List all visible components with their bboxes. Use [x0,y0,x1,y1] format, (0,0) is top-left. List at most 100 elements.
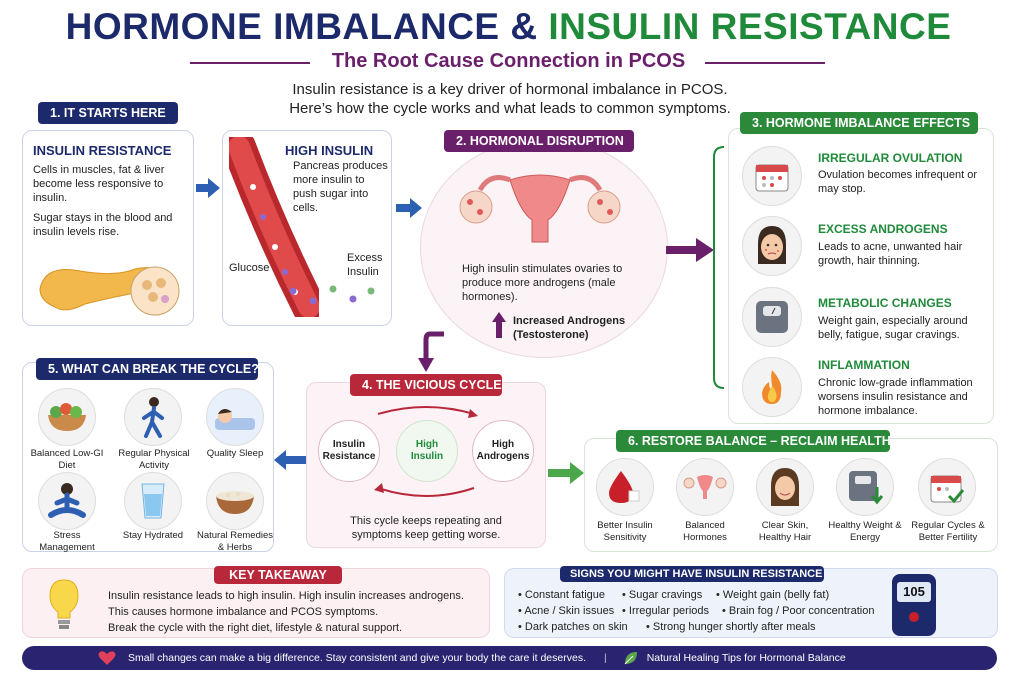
card-title: HIGH INSULIN [285,143,374,158]
section-4-badge: 4. THE VICIOUS CYCLE [350,374,502,396]
pancreas-icon [39,266,180,316]
intro-line-1: Insulin resistance is a key driver of ho… [292,81,728,98]
arrow-up-icon [492,312,506,338]
sign-text: Constant fatigue [524,589,606,601]
uterus-icon [676,458,734,516]
restore-label-skin: Clear Skin, Healthy Hair [758,520,812,543]
break-label-stress: Stress Management [39,530,95,553]
leaf-icon [624,652,637,665]
arrow-right-icon [666,238,714,262]
glucose-label: Glucose [229,262,270,274]
restore-label-cycles: Regular Cycles & Better Fertility [911,520,985,543]
restore-label-hormones: Balanced Hormones [683,520,727,543]
effect-text-androgens: Leads to acne, unwanted hair growth, hai… [818,241,963,267]
molecules-icon [289,285,375,305]
effect-text-metabolic: Weight gain, especially around belly, fa… [818,315,968,341]
page-subtitle: The Root Cause Connection in PCOS [331,50,686,72]
footer-divider: | [603,652,607,664]
water-glass-icon [124,472,182,530]
excess-insulin-label: Excess Insulin [347,252,383,278]
section-5-badge: 5. WHAT CAN BREAK THE CYCLE? [36,358,259,380]
sign-text: Weight gain (belly fat) [722,589,830,601]
effect-title-ovulation: IRREGULAR OVULATION [818,151,963,165]
effect-title-inflammation: INFLAMMATION [818,358,910,372]
cycle-node-insulin-resistance: Insulin Resistance [318,420,380,482]
bracket-icon [713,146,725,389]
takeaway-line-1: Insulin resistance leads to high insulin… [108,590,464,602]
cycle-arrows-icon [374,406,478,497]
card-text-1: Cells in muscles, fat & liver become les… [33,164,165,204]
page-title: HORMONE IMBALANCE & INSULIN RESISTANCE [0,6,1017,48]
arrow-left-icon [274,450,306,470]
flame-icon [742,357,802,417]
sign-item: • Constant fatigue [518,589,606,601]
intro-line-2: Here’s how the cycle works and what lead… [289,100,731,117]
sign-item: • Brain fog / Poor concentration [722,605,875,617]
restore-label-insulin: Better Insulin Sensitivity [597,520,653,543]
sign-text: Brain fog / Poor concentration [728,605,875,617]
section-1-badge: 1. IT STARTS HERE [38,102,178,124]
sign-text: Sugar cravings [628,589,703,601]
effect-text-inflammation: Chronic low-grade inflammation worsens i… [818,377,973,417]
footer-tagline: Natural Healing Tips for Hormonal Balanc… [646,652,846,664]
sign-item: • Sugar cravings [622,589,703,601]
break-label-remedies: Natural Remedies & Herbs [196,530,274,553]
break-label-diet: Balanced Low-GI Diet [30,448,104,471]
cycle-node-label: High Insulin [410,439,444,462]
cycle-node-label: High Androgens [476,439,530,462]
meditation-icon [38,472,96,530]
key-takeaway-badge: KEY TAKEAWAY [214,566,342,584]
glucose-meter-button [909,612,919,622]
disruption-text: High insulin stimulates ovaries to produ… [462,263,623,303]
walking-icon [124,388,182,446]
subtitle-divider-left [190,62,310,64]
salad-icon [38,388,96,446]
intro-text: Insulin resistance is a key driver of ho… [230,80,790,118]
section-3-badge: 3. HORMONE IMBALANCE EFFECTS [740,112,978,134]
arrow-curve-down-icon [418,331,444,372]
sign-item: • Dark patches on skin [518,621,628,633]
break-label-sleep: Quality Sleep [206,448,264,459]
increased-androgens-label: Increased Androgens (Testosterone) [513,315,626,341]
title-part-2: INSULIN RESISTANCE [548,6,952,47]
section-2-badge: 2. HORMONAL DISRUPTION [444,130,634,152]
section-6-badge: 6. RESTORE BALANCE – RECLAIM HEALTH [616,430,891,452]
glucose-meter-value: 105 [897,582,931,602]
sign-text: Acne / Skin issues [524,605,615,617]
calendar-check-icon [918,458,976,516]
effect-title-androgens: EXCESS ANDROGENS [818,222,948,236]
sign-text: Irregular periods [628,605,710,617]
subtitle-divider-right [705,62,825,64]
uterus-ovaries-icon [459,174,621,243]
restore-label-weight: Healthy Weight & Energy [828,520,902,543]
sign-item: • Strong hunger shortly after meals [646,621,816,633]
cycle-node-high-insulin: High Insulin [396,420,458,482]
title-part-1: HORMONE IMBALANCE & [65,6,538,47]
insulin-resistance-card: INSULIN RESISTANCE Cells in muscles, fat… [22,130,194,326]
sleep-icon [206,388,264,446]
cycle-node-label: Insulin Resistance [322,439,376,462]
blood-vessel-icon [229,137,319,317]
woman-face-icon [742,216,802,276]
break-label-activity: Regular Physical Activity [118,448,190,471]
card-text-2: Sugar stays in the blood and insulin lev… [33,212,173,238]
footer-bar: Small changes can make a big difference.… [22,646,997,670]
heart-icon [98,651,116,665]
footer-message: Small changes can make a big difference.… [128,652,586,664]
takeaway-line-3: Break the cycle with the right diet, lif… [108,622,403,634]
blood-drop-icon [596,458,654,516]
lightbulb-icon [49,579,79,629]
high-insulin-card: HIGH INSULIN Pancreas produces more insu… [222,130,392,326]
scale-down-icon [836,458,894,516]
happy-woman-icon [756,458,814,516]
scale-icon [742,287,802,347]
arrow-right-icon [196,178,220,198]
card-title: INSULIN RESISTANCE [33,143,172,158]
glucose-meter-icon: 105 [892,574,936,636]
cycle-text: This cycle keeps repeating and symptoms … [350,515,502,541]
sign-text: Dark patches on skin [524,621,628,633]
sign-item: • Weight gain (belly fat) [716,589,830,601]
herbs-bowl-icon [206,472,264,530]
sign-text: Strong hunger shortly after meals [652,621,816,633]
arrow-right-icon [396,198,422,218]
